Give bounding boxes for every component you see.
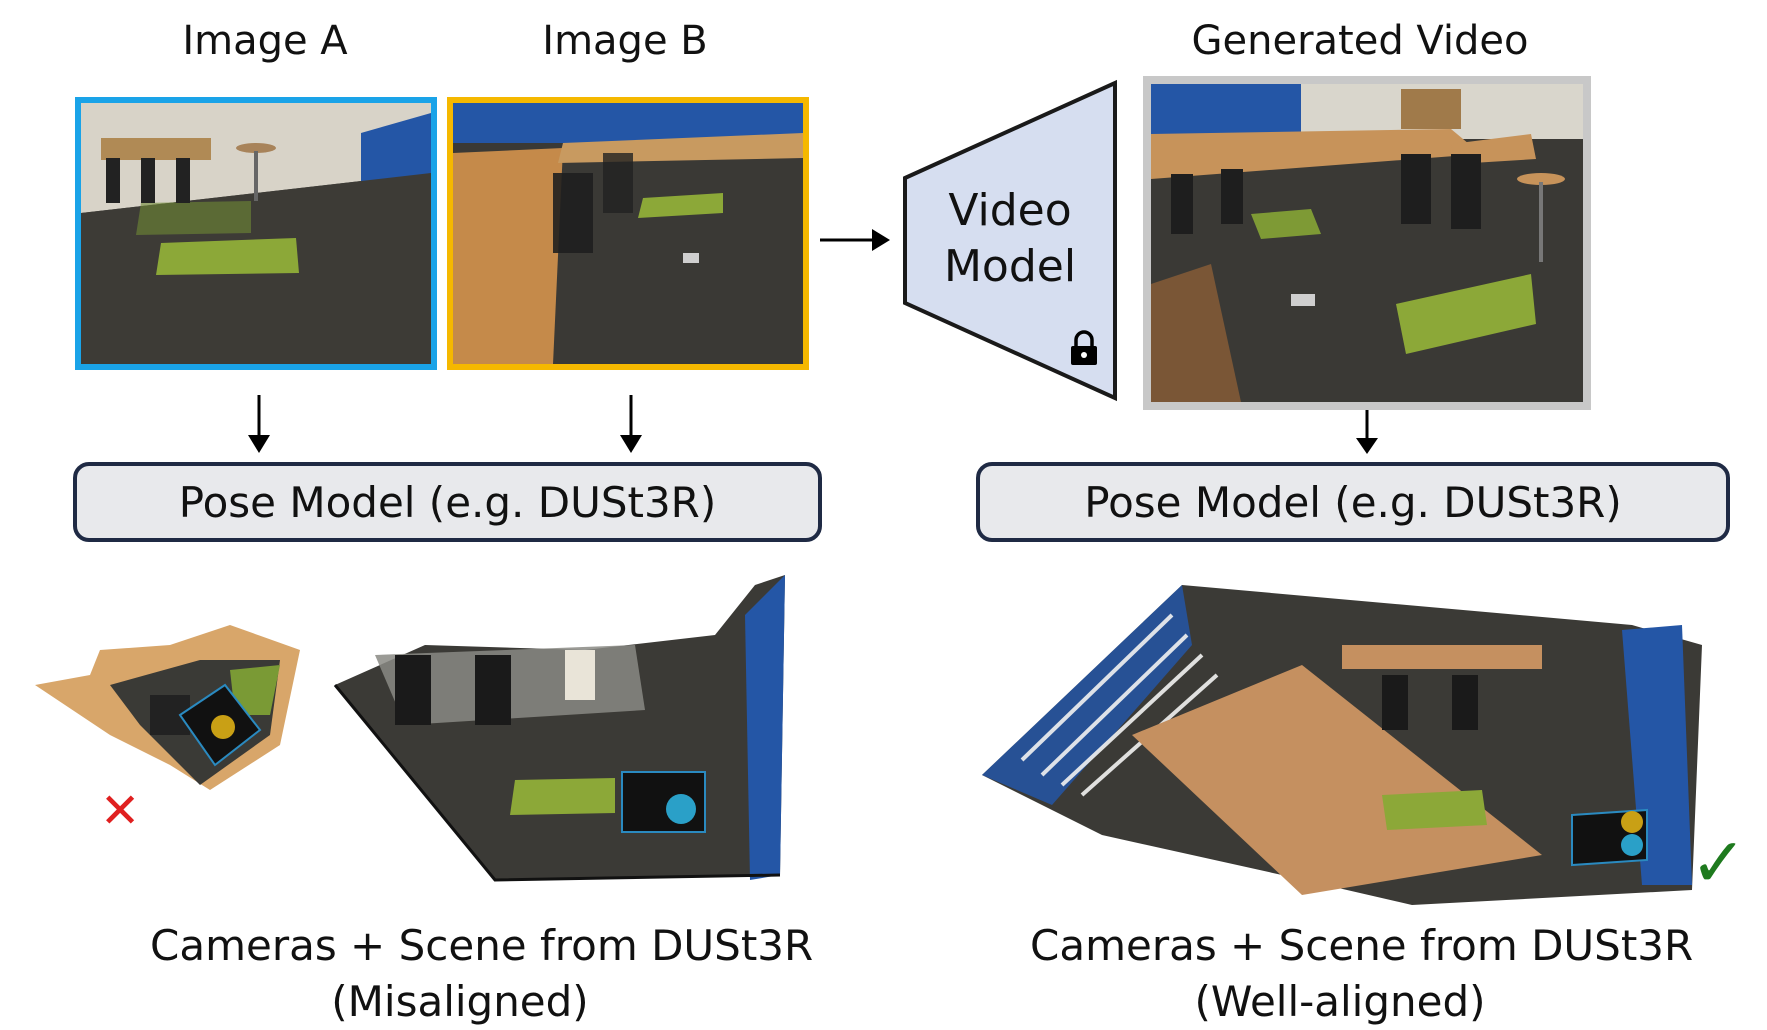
video-model-block xyxy=(903,79,1117,402)
success-check-icon: ✓ xyxy=(1690,824,1747,903)
video-model-line2: Model xyxy=(943,241,1077,292)
arrow-down-image-b xyxy=(620,395,642,453)
caption-right: Cameras + Scene from DUSt3R (Well-aligne… xyxy=(1030,918,1694,1030)
pose-model-left-label: Pose Model (e.g. DUSt3R) xyxy=(178,477,717,527)
generated-video-frame xyxy=(1143,76,1591,410)
generated-video-label: Generated Video xyxy=(1191,18,1529,64)
image-a-photo xyxy=(75,97,437,370)
fail-x-icon: ✕ xyxy=(100,783,141,839)
scene-reconstruction-image-a xyxy=(35,625,300,790)
image-a-label: Image A xyxy=(182,18,348,64)
pose-model-box-right: Pose Model (e.g. DUSt3R) xyxy=(976,462,1730,542)
scene-reconstruction-generated-video xyxy=(982,585,1702,905)
image-b-label: Image B xyxy=(542,18,708,64)
video-model-label: Video Model xyxy=(930,183,1090,295)
pose-model-box-left: Pose Model (e.g. DUSt3R) xyxy=(73,462,822,542)
video-model-line1: Video xyxy=(948,185,1072,236)
caption-right-line2: (Well-aligned) xyxy=(1194,977,1486,1026)
arrow-down-video xyxy=(1356,410,1378,454)
pose-model-right-label: Pose Model (e.g. DUSt3R) xyxy=(1084,477,1622,527)
arrow-to-video-model xyxy=(820,229,890,251)
image-b-photo xyxy=(447,97,809,370)
caption-left-line1: Cameras + Scene from DUSt3R xyxy=(150,921,814,970)
arrow-down-image-a xyxy=(248,395,270,453)
lock-icon xyxy=(1071,330,1097,365)
caption-left: Cameras + Scene from DUSt3R (Misaligned) xyxy=(150,918,814,1030)
scene-reconstruction-image-b xyxy=(333,575,785,882)
caption-left-line2: (Misaligned) xyxy=(331,977,589,1026)
caption-right-line1: Cameras + Scene from DUSt3R xyxy=(1030,921,1694,970)
